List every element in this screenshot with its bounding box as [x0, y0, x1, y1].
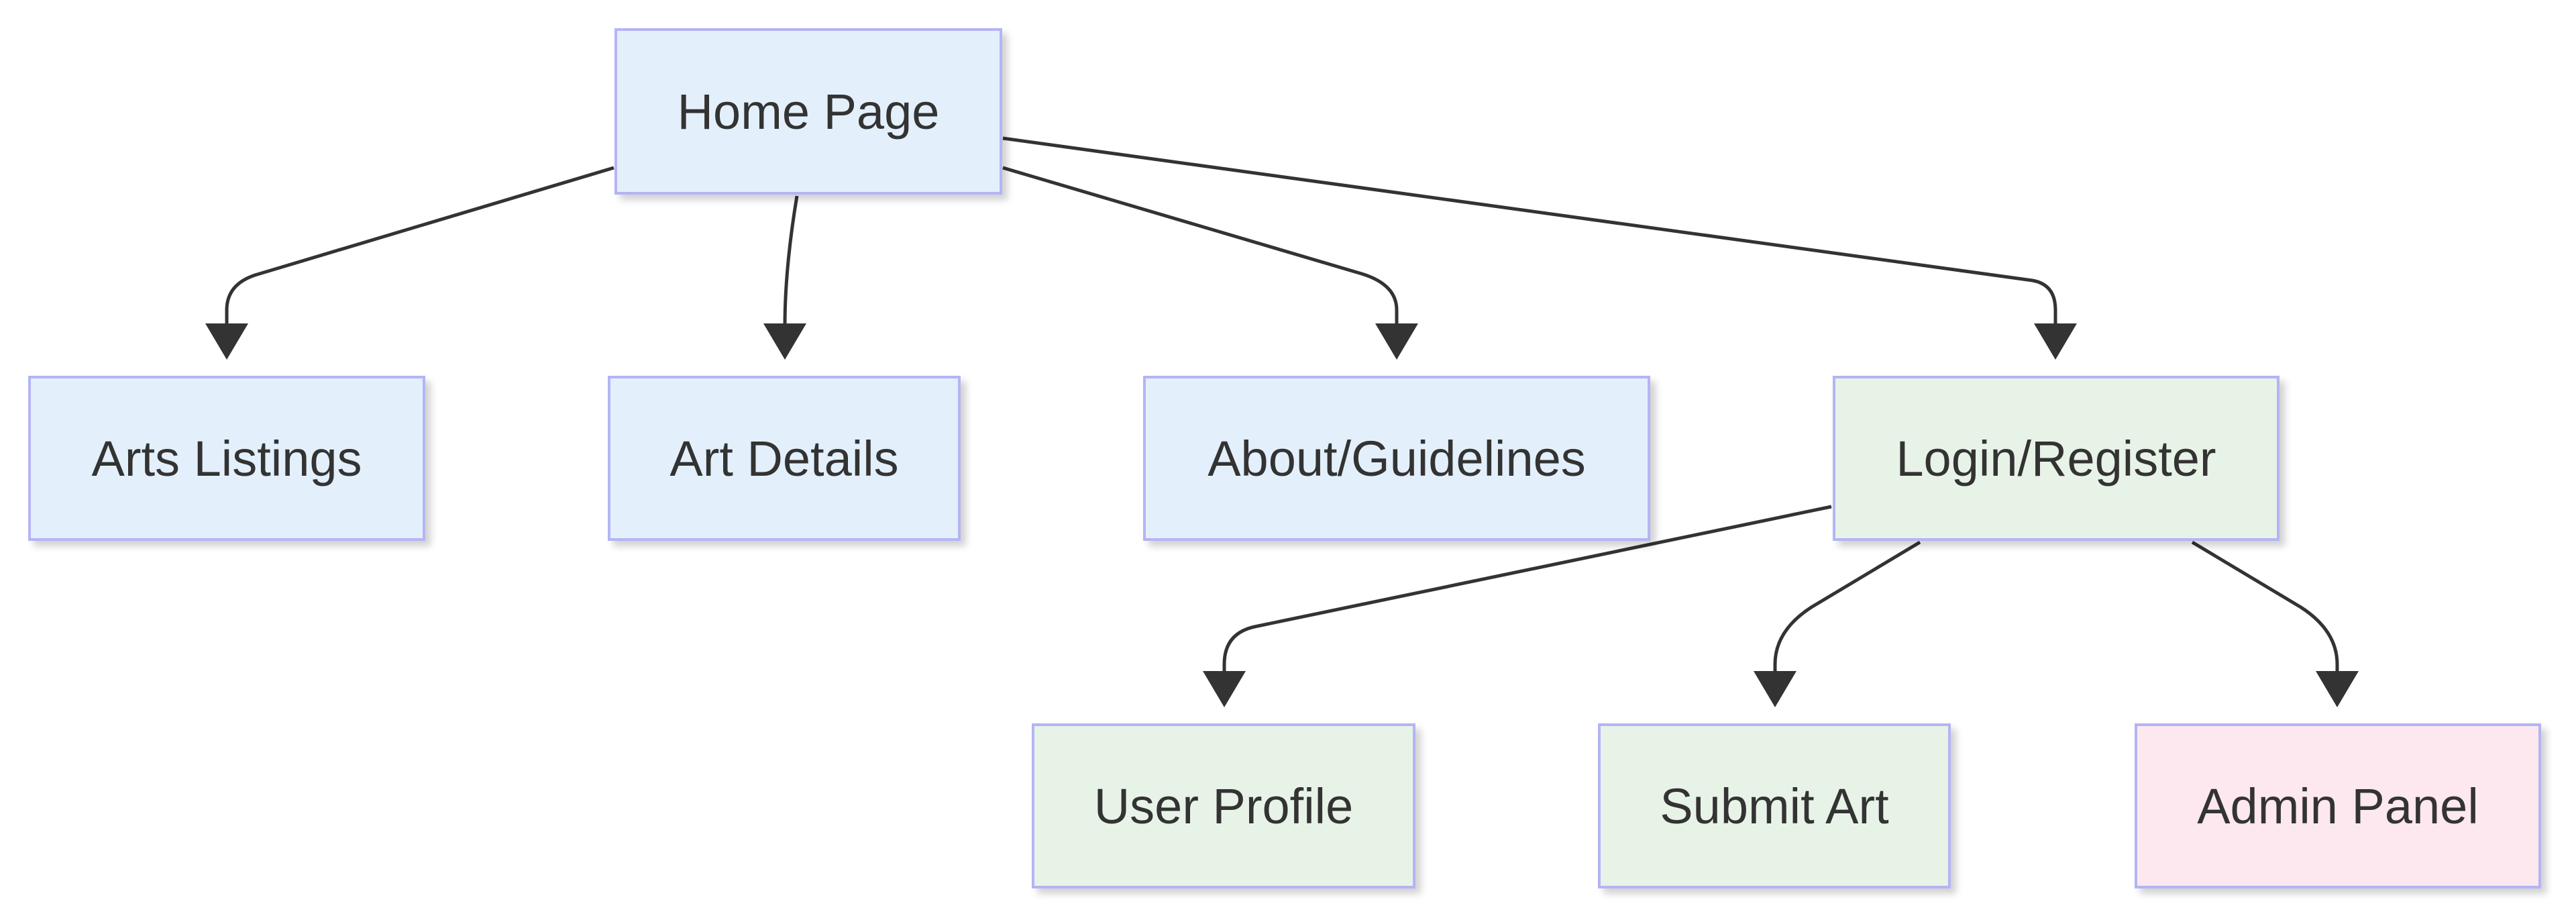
edge-login-submit-art: [1754, 540, 1921, 707]
node-home-page-label: Home Page: [677, 83, 940, 140]
node-home-page[interactable]: Home Page: [614, 28, 1002, 195]
node-login-register[interactable]: Login/Register: [1833, 376, 2279, 541]
edge-login-user-profile: [1203, 505, 1832, 707]
node-admin-panel[interactable]: Admin Panel: [2135, 723, 2541, 888]
node-art-details-label: Art Details: [669, 430, 899, 487]
node-login-register-label: Login/Register: [1896, 430, 2216, 487]
edge-home-about: [1002, 166, 1418, 360]
node-about-guidelines[interactable]: About/Guidelines: [1143, 376, 1650, 541]
node-arts-listings[interactable]: Arts Listings: [28, 376, 425, 541]
edge-home-art-details: [763, 195, 806, 360]
node-about-guidelines-label: About/Guidelines: [1208, 430, 1586, 487]
node-user-profile[interactable]: User Profile: [1032, 723, 1415, 888]
node-admin-panel-label: Admin Panel: [2197, 778, 2479, 834]
node-submit-art-label: Submit Art: [1660, 778, 1889, 834]
node-submit-art[interactable]: Submit Art: [1598, 723, 1951, 888]
edge-home-login: [1002, 136, 2077, 360]
edge-home-arts-listings: [205, 166, 614, 360]
node-arts-listings-label: Arts Listings: [91, 430, 362, 487]
node-art-details[interactable]: Art Details: [608, 376, 961, 541]
edge-login-admin-panel: [2191, 540, 2359, 707]
node-user-profile-label: User Profile: [1093, 778, 1354, 834]
